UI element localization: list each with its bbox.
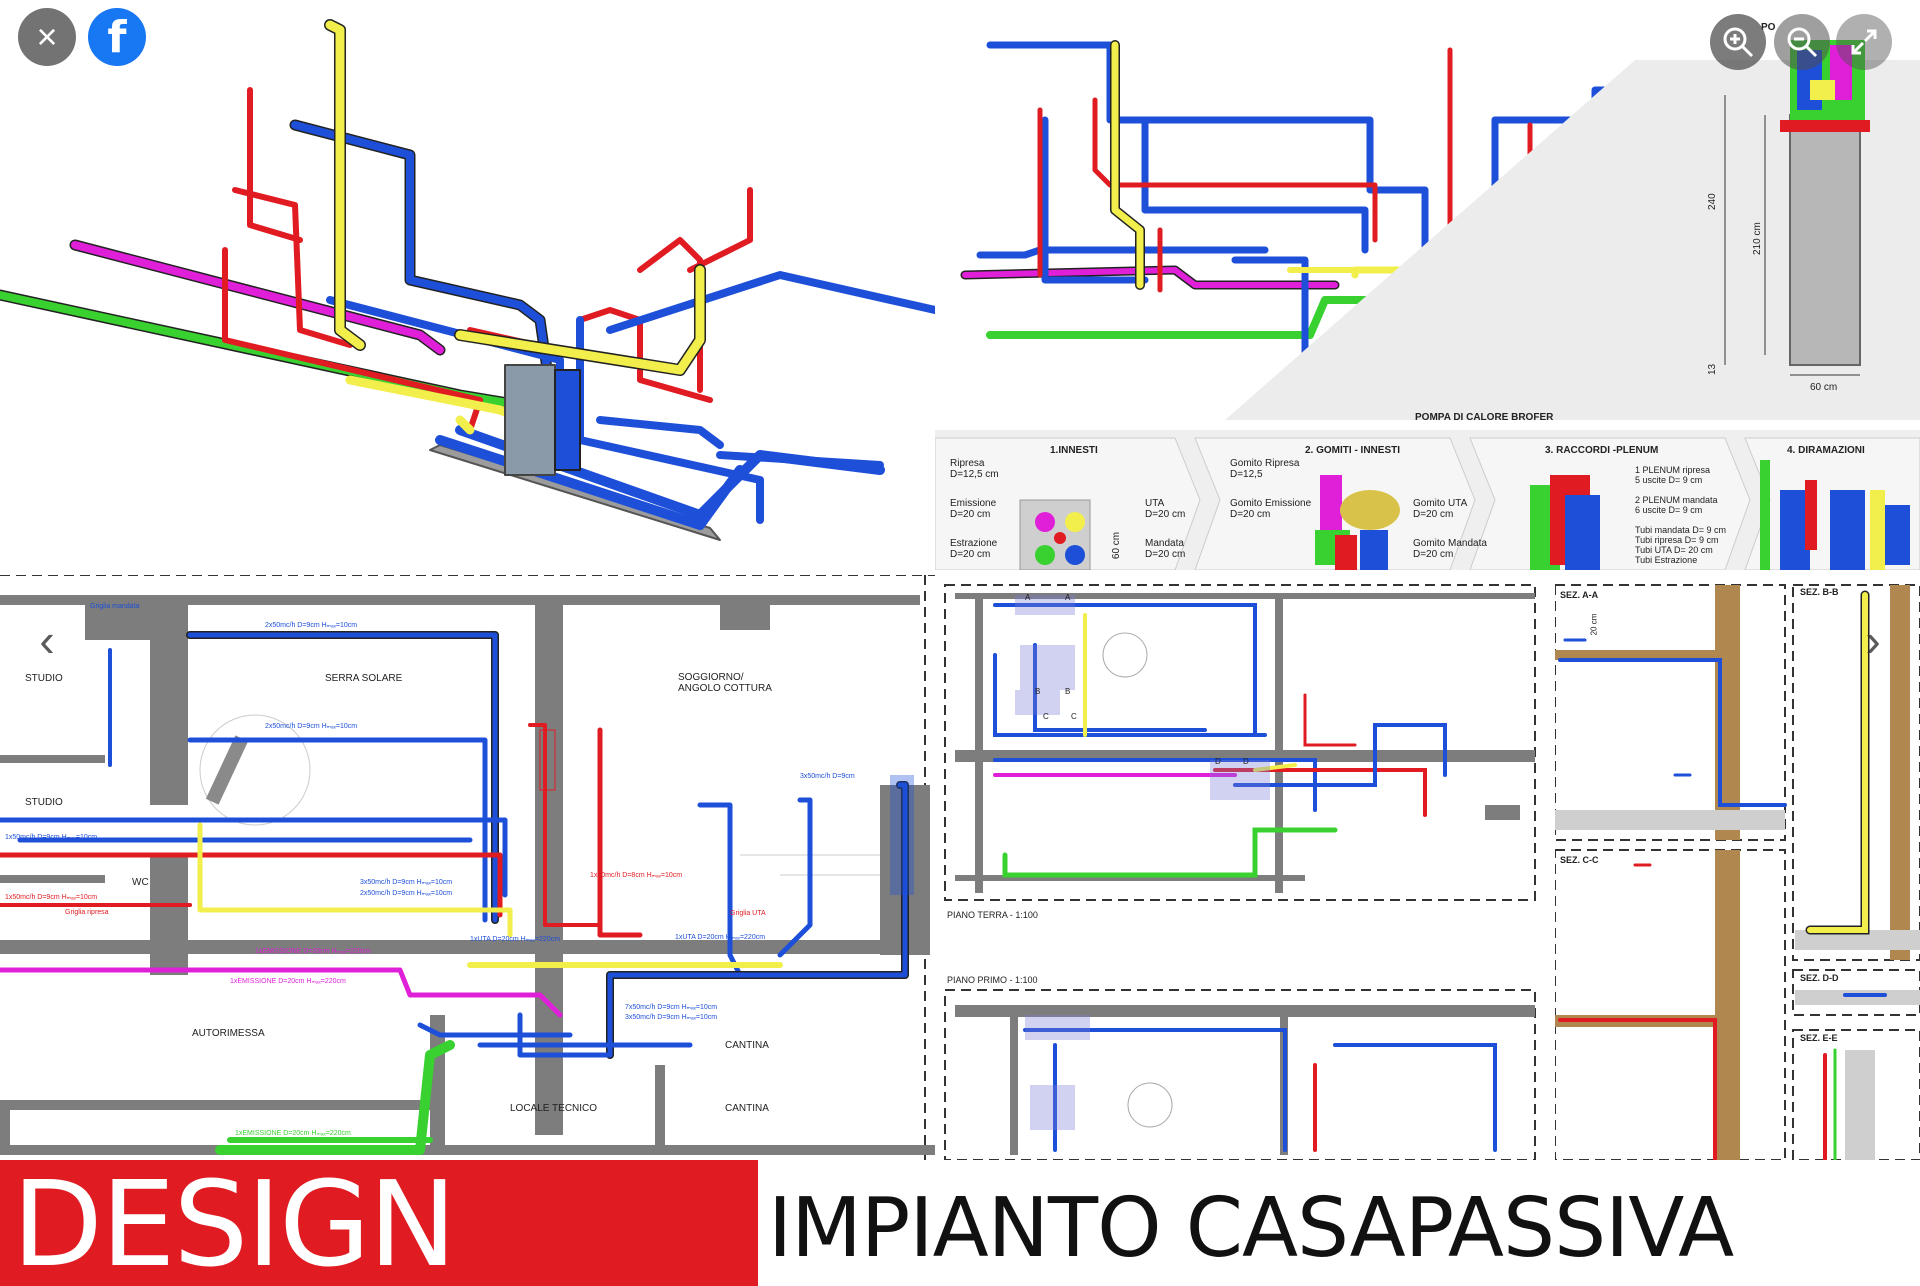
legend-1-dim: 60 cm [1111,531,1123,560]
sections-panel: SEZ. A-A SEZ. B-B SEZ. C-C SEZ. D-D SEZ.… [1555,575,1920,1160]
duct-label-5: 1x50mc/h D=9cm Hₘₐₓ=10cm [5,894,98,901]
legend-1-left-1: Emissione D=20 cm [950,498,997,520]
legend-1-right-1: Mandata D=20 cm [1145,538,1186,560]
duct-label-1: 2x50mc/h D=9cm Hₘₐₓ=10cm [265,622,358,629]
floor-plan-drawing [0,575,935,1160]
previous-image-button[interactable]: ‹ [20,600,74,680]
marker-d-2: D [1243,757,1249,766]
section-cc-label: SEZ. C-C [1560,855,1599,865]
front-duct-view: POMPA DI CALORE BROFER 240 210 cm 13 60 … [935,0,1920,430]
facebook-icon: f [107,11,127,63]
legend-title-1: 1.INNESTI [1050,445,1098,456]
duct-label-6: 3x50mc/h D=9cm Hₘₐₓ=10cm [360,879,453,886]
marker-c: C [1043,712,1049,721]
dim-210-label: 210 cm [1752,222,1763,255]
room-wc: WC [132,877,149,888]
duct-label-17: 1xEMISSIONE D=20cm Hₘₐₓ=220cm [235,1130,351,1137]
isometric-duct-drawing [0,19,935,541]
duct-label-4: 1x50mc/h D=9cm Hₘₐₓ=10cm [5,834,98,841]
floor-plans-drawing [944,584,1536,1160]
front-duct-drawing: POMPA DI CALORE BROFER 240 210 cm 13 60 … [960,22,1920,423]
legend-2-left-1: Gomito Emissione D=20 cm [1230,498,1312,520]
room-studio: STUDIO [25,673,63,684]
duct-label-14: 1xUTA D=20cm Hₘₐₓ=220cm [675,934,766,941]
duct-label-griglia-uta: Griglia UTA [730,910,766,917]
marker-a: A [1025,593,1031,602]
room-locale-tecnico: LOCALE TECNICO [510,1103,598,1114]
section-view-title: POMPA DI CALORE BROFER [1415,412,1554,423]
section-aa-dim: 20 cm [1589,613,1599,636]
duct-label-11: 1xEMISSIONE D=20cm Hₘₐₓ=220cm [255,948,371,955]
duct-label-griglia-ripresa: Griglia ripresa [65,909,109,916]
chevron-left-icon: ‹ [39,614,55,666]
design-banner: DESIGN [0,1160,758,1286]
duct-label-2: 2x50mc/h D=9cm Hₘₐₓ=10cm [265,723,358,730]
legend-title-2: 2. GOMITI - INNESTI [1305,445,1401,456]
legend-2-right-0: Gomito UTA D=20 cm [1413,498,1468,520]
legend-1-left-2: Estrazione D=20 cm [950,538,998,560]
plan-ground-label: PIANO TERRA - 1:100 [947,910,1038,920]
expand-button[interactable] [1836,14,1892,70]
legend-2-left-0: Gomito Ripresa D=12,5 [1230,458,1300,480]
facebook-button[interactable]: f [88,8,146,66]
room-autorimessa: AUTORIMESSA [192,1028,265,1039]
duct-label-griglia-mandata: Griglia mandata [90,603,140,610]
legend-3-right-0: 1 PLENUM ripresa 5 uscite D= 9 cm [1635,465,1711,485]
duct-label-13: 1xUTA D=20cm Hₘₐₓ=220cm [470,936,561,943]
room-studio-2: STUDIO [25,797,63,808]
marker-a-2: A [1065,593,1071,602]
legend-3-right-2: Tubi mandata D= 9 cm Tubi ripresa D= 9 c… [1635,525,1726,565]
legend-title-4: 4. DIRAMAZIONI [1787,445,1865,456]
marker-c-2: C [1071,712,1077,721]
expand-icon [1851,29,1877,55]
room-cantina: CANTINA [725,1040,769,1051]
section-dd-label: SEZ. D-D [1800,973,1839,983]
duct-label-12: 1xEMISSIONE D=20cm Hₘₐₓ=220cm [230,978,346,985]
zoom-in-icon [1723,27,1754,58]
legend-1-right-0: UTA D=20 cm [1145,498,1186,520]
zoom-out-icon [1787,27,1818,58]
sections-drawing [1555,584,1920,1160]
isometric-duct-view [0,0,935,575]
duct-label-7: 2x50mc/h D=9cm Hₘₐₓ=10cm [360,890,453,897]
chevron-right-icon: › [1865,614,1881,666]
floor-plan-detail: STUDIO SERRA SOLARE SOGGIORNO/ ANGOLO CO… [0,575,935,1160]
duct-label-15: 7x50mc/h D=9cm Hₘₐₓ=10cm [625,1004,718,1011]
marker-b-2: B [1065,687,1071,696]
floor-plans-small: A A B B C C D D PIANO TERRA - 1:100 PIAN… [935,575,1555,1160]
title-banner: IMPIANTO CASAPASSIVA [758,1160,1920,1286]
next-image-button[interactable]: › [1846,600,1900,680]
room-serra-solare: SERRA SOLARE [325,673,403,684]
legend-title-3: 3. RACCORDI -PLENUM [1545,445,1659,456]
close-icon: × [36,16,58,57]
legend-strip-drawing [935,437,1920,570]
legend-1-left-0: Ripresa D=12,5 cm [950,458,999,480]
close-button[interactable]: × [18,8,76,66]
section-aa-label: SEZ. A-A [1560,590,1599,600]
duct-label-3: 3x50mc/h D=9cm [800,773,855,780]
room-cantina-2: CANTINA [725,1103,769,1114]
dim-13-label: 13 [1707,363,1718,375]
zoom-in-button[interactable] [1710,14,1766,70]
title-banner-text: IMPIANTO CASAPASSIVA [768,1181,1734,1276]
section-corner-label: PO [1761,22,1776,33]
marker-b: B [1035,687,1041,696]
section-ee-label: SEZ. E-E [1800,1033,1838,1043]
duct-label-16: 3x50mc/h D=9cm Hₘₐₓ=10cm [625,1014,718,1021]
legend-strip: 1.INNESTI Ripresa D=12,5 cm Emissione D=… [935,430,1920,570]
dim-60-label: 60 cm [1810,382,1837,393]
design-banner-text: DESIGN [12,1155,457,1286]
plan-first-label: PIANO PRIMO - 1:100 [947,975,1038,985]
section-bb-label: SEZ. B-B [1800,587,1839,597]
duct-label-8: 1x50mc/h D=8cm Hₘₐₓ=10cm [590,872,683,879]
room-soggiorno: SOGGIORNO/ ANGOLO COTTURA [678,672,772,694]
dim-240-label: 240 [1707,193,1718,210]
zoom-out-button[interactable] [1774,14,1830,70]
legend-3-right-1: 2 PLENUM mandata 6 uscite D= 9 cm [1635,495,1718,515]
legend-2-right-1: Gomito Mandata D=20 cm [1413,538,1487,560]
marker-d: D [1215,757,1221,766]
